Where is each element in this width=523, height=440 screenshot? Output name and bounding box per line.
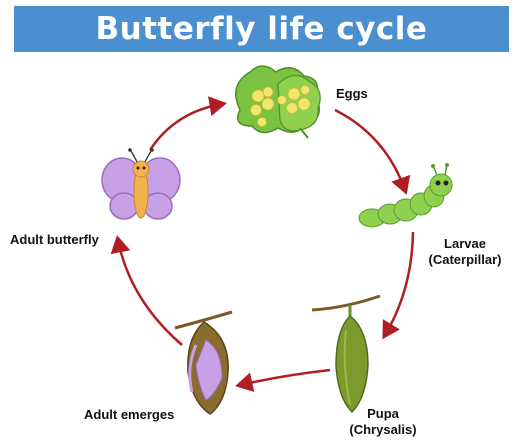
label-pupa: Pupa (Chrysalis) — [338, 406, 428, 438]
cycle-arrows — [118, 104, 413, 385]
label-adult-butterfly: Adult butterfly — [10, 232, 99, 248]
arrow-emerges-to-adult — [118, 240, 182, 345]
label-pupa-line2: (Chrysalis) — [338, 422, 428, 438]
arrow-pupa-to-emerges — [240, 370, 330, 385]
label-eggs: Eggs — [336, 86, 368, 102]
eggs-on-leaf-illustration — [236, 66, 320, 138]
label-larvae: Larvae (Caterpillar) — [410, 236, 520, 268]
butterfly-illustration — [102, 148, 180, 219]
label-pupa-line1: Pupa — [338, 406, 428, 422]
label-adult-emerges: Adult emerges — [84, 407, 174, 423]
arrow-eggs-to-larvae — [335, 110, 405, 190]
caterpillar-illustration — [359, 163, 452, 227]
arrow-larvae-to-pupa — [385, 232, 413, 335]
label-larvae-line1: Larvae — [410, 236, 520, 252]
chrysalis-illustration — [312, 296, 380, 412]
label-larvae-line2: (Caterpillar) — [410, 252, 520, 268]
arrow-adult-to-eggs — [150, 104, 222, 150]
adult-emerging-illustration — [175, 312, 232, 414]
